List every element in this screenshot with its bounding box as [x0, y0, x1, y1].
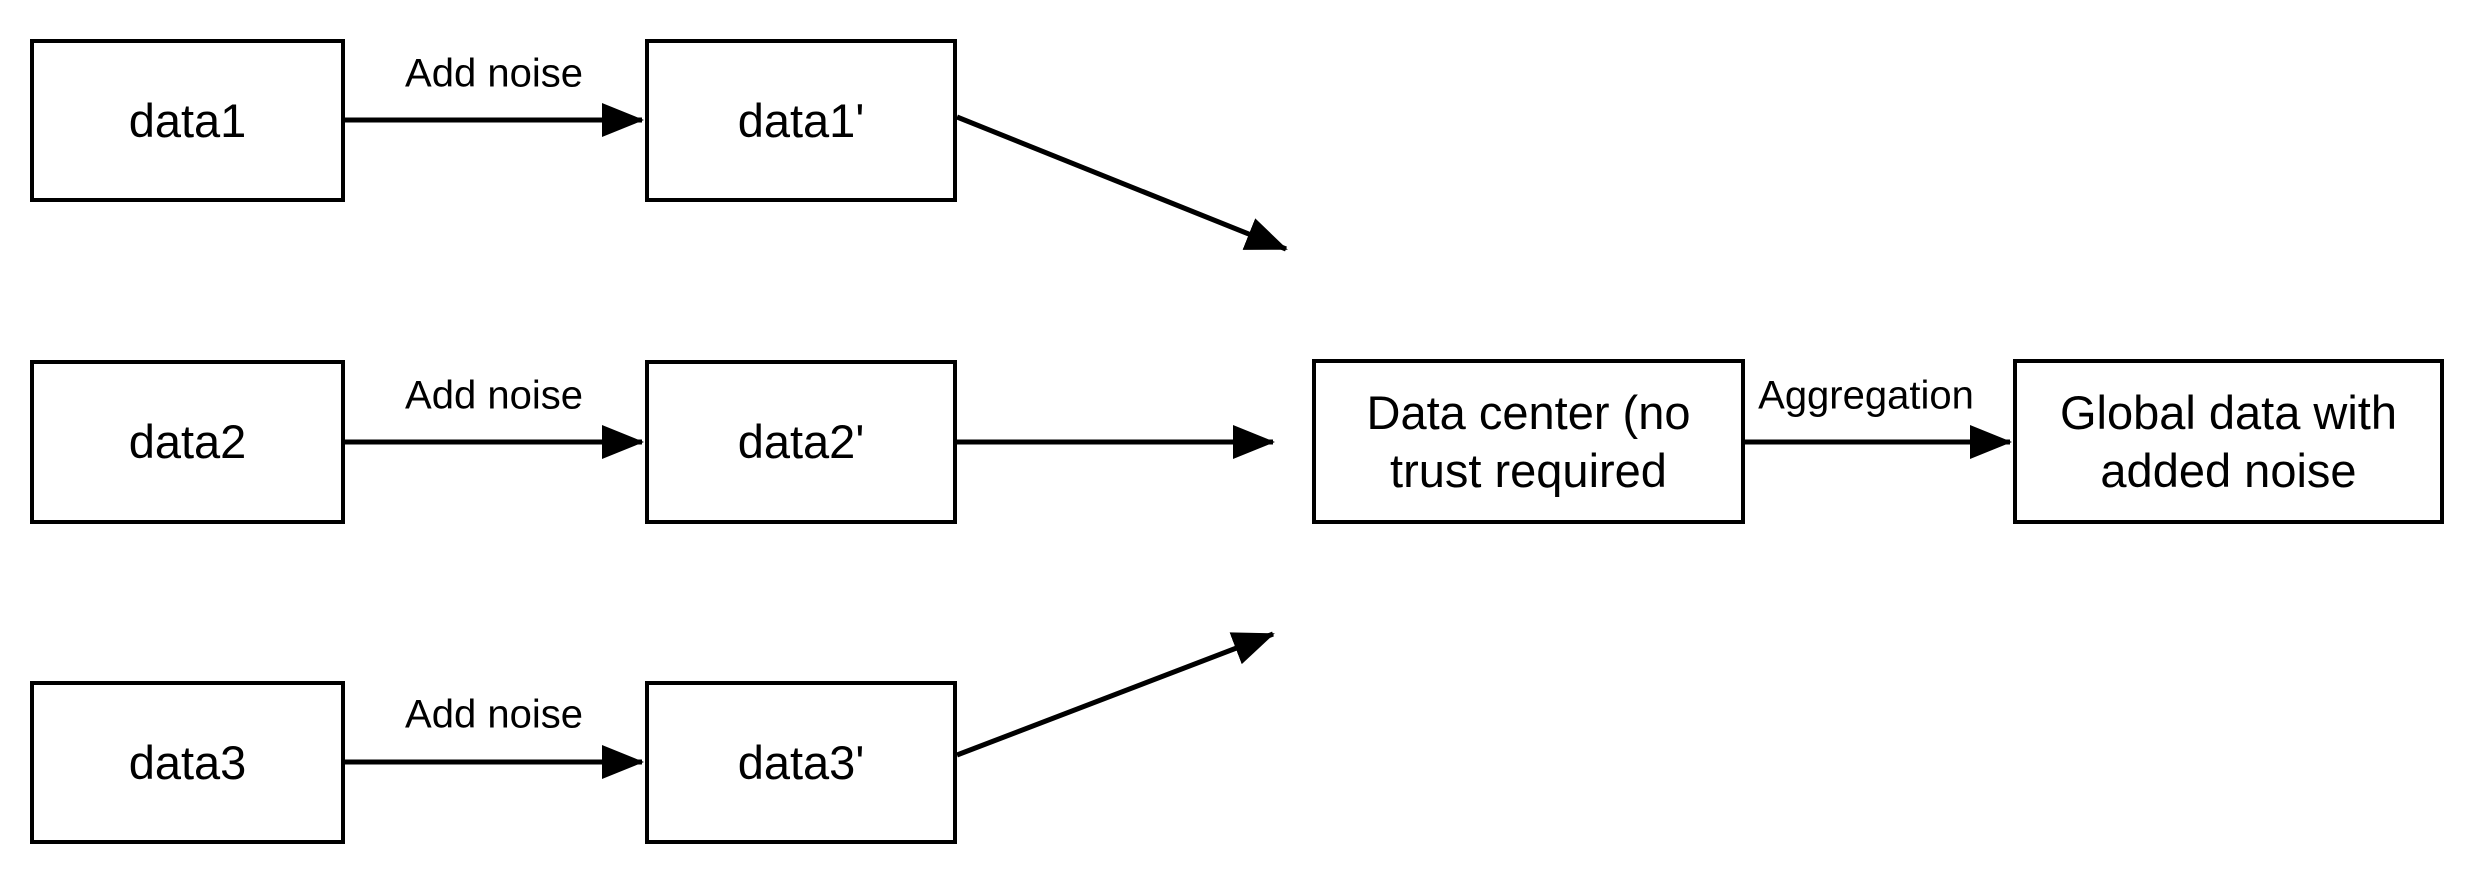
node-data-center: Data center (no trust required: [1312, 359, 1745, 524]
edge-label-aggregation: Aggregation: [1758, 373, 1974, 418]
node-data3-prime-label: data3': [737, 735, 865, 789]
node-global-data-line1: Global data with: [2059, 386, 2398, 440]
node-data1: data1: [30, 39, 345, 202]
edge-label-add-noise-3: Add noise: [405, 692, 583, 737]
node-data1-prime: data1': [645, 39, 957, 202]
node-data-center-line1: Data center (no: [1366, 386, 1691, 440]
node-data2: data2: [30, 360, 345, 524]
node-data1-prime-label: data1': [737, 93, 865, 147]
node-data2-prime-label: data2': [737, 415, 865, 469]
node-data3-label: data3: [128, 735, 247, 789]
node-global-data-label: Global data with added noise: [2060, 384, 2397, 499]
node-data3: data3: [30, 681, 345, 844]
node-data2-label: data2: [128, 415, 247, 469]
node-data-center-label: Data center (no trust required: [1367, 384, 1691, 499]
node-data-center-line2: trust required: [1390, 443, 1667, 497]
node-global-data: Global data with added noise: [2013, 359, 2444, 524]
edge-label-add-noise-1: Add noise: [405, 51, 583, 96]
node-data2-prime: data2': [645, 360, 957, 524]
arrow-data3p-to-center: [956, 631, 1275, 758]
node-data1-label: data1: [128, 93, 247, 147]
arrow-data1p-to-center: [956, 114, 1288, 252]
node-data3-prime: data3': [645, 681, 957, 844]
node-global-data-line2: added noise: [2100, 443, 2357, 497]
edge-label-add-noise-2: Add noise: [405, 373, 583, 418]
